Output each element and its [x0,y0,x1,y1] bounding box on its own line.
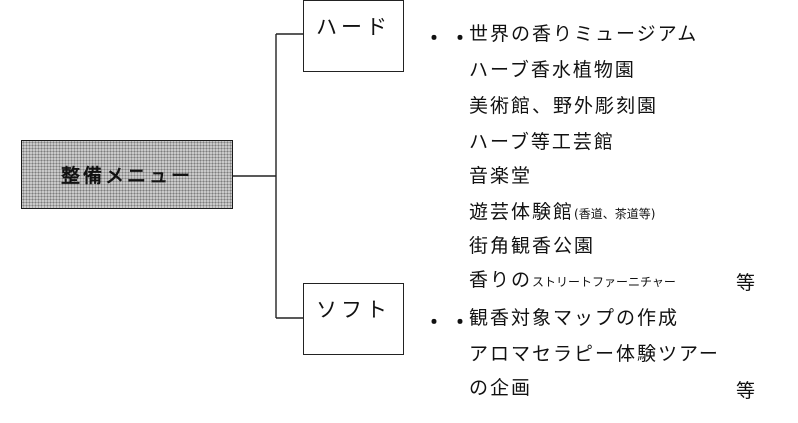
soft-dots: ・・ [424,310,476,334]
hard-item-main: 遊芸体験館 [469,201,575,223]
soft-item: 観香対象マップの作成 [469,307,680,329]
hard-item: ハーブ香水植物園 [469,59,636,81]
soft-etc: 等 [736,380,756,402]
root-node-box: 整備メニュー [21,140,233,209]
hard-item: 美術館、野外彫刻園 [469,95,659,117]
soft-node-box: ソフト [303,283,404,355]
soft-item: の企画 [469,377,533,399]
hard-item-small: ストリートファーニチャー [532,275,676,289]
hard-etc: 等 [736,272,756,294]
hard-item: 世界の香りミュージアム [469,23,699,45]
hard-item: 音楽堂 [469,165,533,187]
hard-item: 街角観香公園 [469,235,596,257]
hard-item: 遊芸体験館(香道、茶道等) [469,200,655,226]
hard-item: 香りのストリートファーニチャー [469,268,676,294]
hard-node-box: ハード [303,0,404,72]
hard-item: ハーブ等工芸館 [469,131,615,153]
hard-item-main: 香りの [469,269,533,291]
root-node-label: 整備メニュー [60,165,193,187]
hard-dots: ・・ [424,26,476,50]
hard-node-label: ハード [316,15,391,39]
hard-item-note: (香道、茶道等) [574,207,656,221]
soft-node-label: ソフト [316,298,391,322]
soft-item: アロマセラピー体験ツアー [469,343,720,365]
